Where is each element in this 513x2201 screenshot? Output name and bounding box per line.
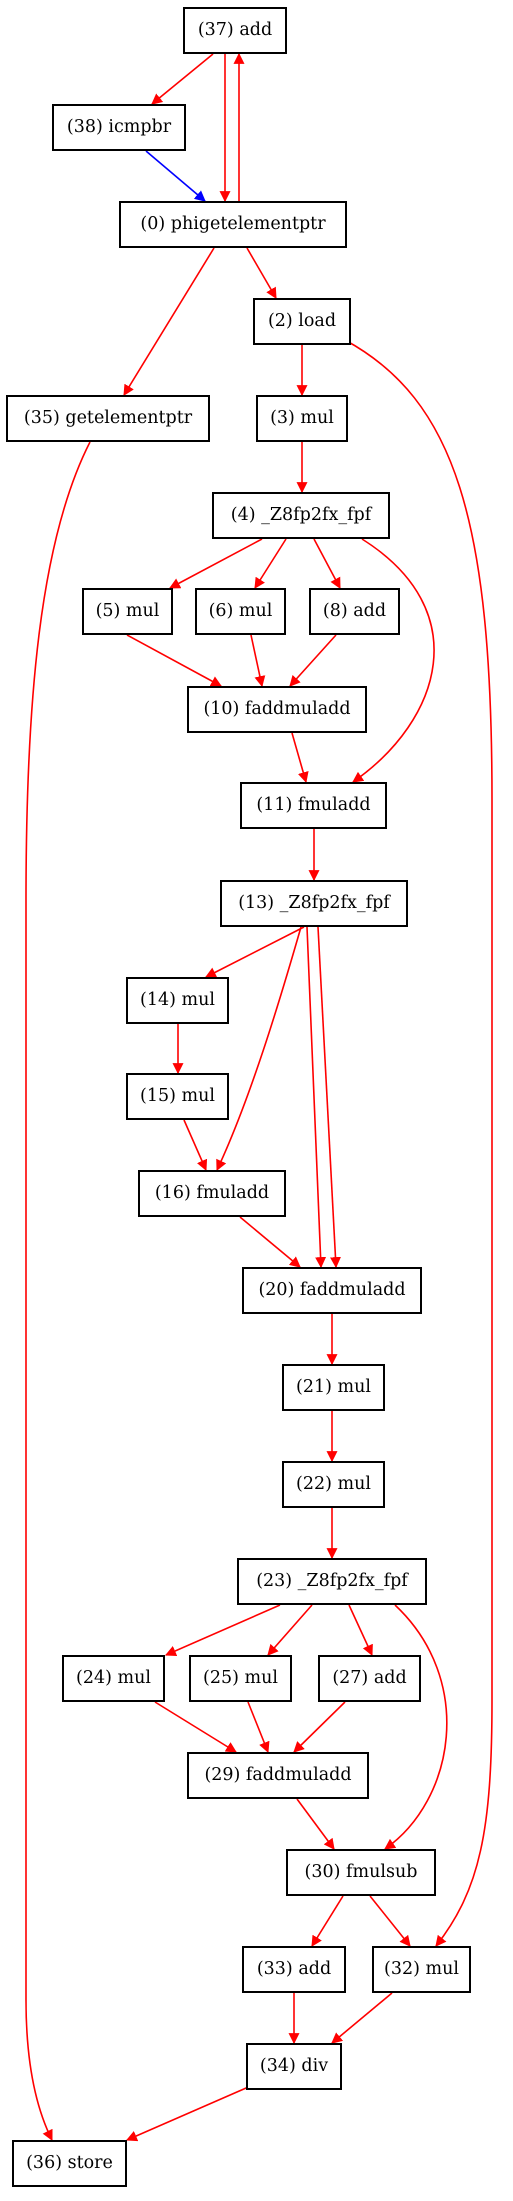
edge-2-load-to-32-mul: [344, 339, 493, 1947]
edge-34-div-to-36-store: [125, 2084, 254, 2142]
edge-8-add-to-10-faddmuladd: [289, 634, 337, 687]
edge-23-z8fp2fx-fpf-to-25-mul: [267, 1604, 313, 1656]
edge-23-z8fp2fx-fpf-to-24-mul: [164, 1604, 281, 1657]
node-27-add: (27) add: [318, 1655, 421, 1702]
node-11-fmuladd: (11) fmuladd: [240, 782, 387, 829]
edge-30-fmulsub-to-32-mul: [369, 1895, 411, 1947]
node-38-icmpbr: (38) icmpbr: [52, 104, 186, 151]
node-4-z8fp2fx-fpf: (4) _Z8fp2fx_fpf: [212, 492, 390, 539]
node-30-fmulsub: (30) fmulsub: [286, 1849, 436, 1896]
node-3-mul: (3) mul: [256, 395, 348, 442]
node-10-faddmuladd: (10) faddmuladd: [187, 686, 367, 733]
edge-4-z8fp2fx-fpf-to-11-fmuladd: [352, 538, 435, 783]
node-14-mul: (14) mul: [126, 977, 229, 1024]
node-6-mul: (6) mul: [195, 588, 286, 635]
node-36-store: (36) store: [12, 2140, 127, 2187]
edge-10-faddmuladd-to-11-fmuladd: [291, 732, 309, 784]
edge-23-z8fp2fx-fpf-to-30-fmulsub: [384, 1604, 448, 1850]
edge-13-z8fp2fx-fpf-to-16-fmuladd: [216, 926, 302, 1171]
node-24-mul: (24) mul: [62, 1655, 165, 1702]
edge-13-z8fp2fx-fpf-to-20-faddmuladd: [306, 926, 327, 1269]
edge-30-fmulsub-to-33-add: [311, 1895, 344, 1947]
node-33-add: (33) add: [242, 1946, 346, 1993]
node-8-add: (8) add: [309, 588, 400, 635]
node-2-load: (2) load: [253, 298, 351, 345]
edge-13-z8fp2fx-fpf-to-14-mul: [205, 926, 305, 978]
node-29-faddmuladd: (29) faddmuladd: [187, 1752, 369, 1799]
node-15-mul: (15) mul: [126, 1073, 229, 1120]
node-25-mul: (25) mul: [189, 1655, 292, 1702]
edge-38-icmpbr-to-0-phigetelementptr: [145, 150, 206, 202]
node-5-mul: (5) mul: [82, 588, 173, 635]
node-21-mul: (21) mul: [282, 1364, 385, 1411]
edge-5-mul-to-10-faddmuladd: [126, 634, 222, 687]
edge-24-mul-to-29-faddmuladd: [154, 1701, 237, 1753]
edge-4-z8fp2fx-fpf-to-6-mul: [254, 538, 287, 589]
edge-32-mul-to-34-div: [331, 1992, 393, 2044]
edge-6-mul-to-10-faddmuladd: [250, 634, 266, 688]
edge-15-mul-to-16-fmuladd: [183, 1119, 208, 1172]
node-20-faddmuladd: (20) faddmuladd: [242, 1267, 422, 1314]
edge-4-z8fp2fx-fpf-to-8-add: [313, 538, 341, 589]
edge-29-faddmuladd-to-30-fmulsub: [296, 1798, 335, 1850]
node-23-z8fp2fx-fpf: (23) _Z8fp2fx_fpf: [237, 1558, 427, 1605]
node-35-getelementptr: (35) getelementptr: [6, 395, 210, 442]
node-37-add: (37) add: [183, 7, 287, 54]
edge-16-fmuladd-to-20-faddmuladd: [239, 1216, 301, 1268]
node-32-mul: (32) mul: [372, 1946, 471, 1993]
edge-35-getelementptr-to-36-store: [25, 441, 91, 2141]
node-22-mul: (22) mul: [282, 1461, 385, 1508]
edge-27-add-to-29-faddmuladd: [293, 1701, 346, 1753]
node-13-z8fp2fx-fpf: (13) _Z8fp2fx_fpf: [220, 880, 408, 927]
edge-0-phigetelementptr-to-35-getelementptr: [123, 247, 215, 396]
node-34-div: (34) div: [246, 2043, 342, 2090]
edge-0-phigetelementptr-to-2-load: [246, 247, 277, 299]
edge-4-z8fp2fx-fpf-to-5-mul: [169, 538, 263, 589]
edge-13-z8fp2fx-fpf-to-20-faddmuladd-2: [317, 926, 341, 1269]
node-16-fmuladd: (16) fmuladd: [138, 1170, 286, 1217]
edge-25-mul-to-29-faddmuladd: [247, 1701, 270, 1754]
edge-37-add-to-38-icmpbr: [151, 53, 214, 105]
edge-23-z8fp2fx-fpf-to-27-add: [348, 1604, 373, 1656]
node-0-phigetelementptr: (0) phigetelementptr: [119, 201, 347, 248]
